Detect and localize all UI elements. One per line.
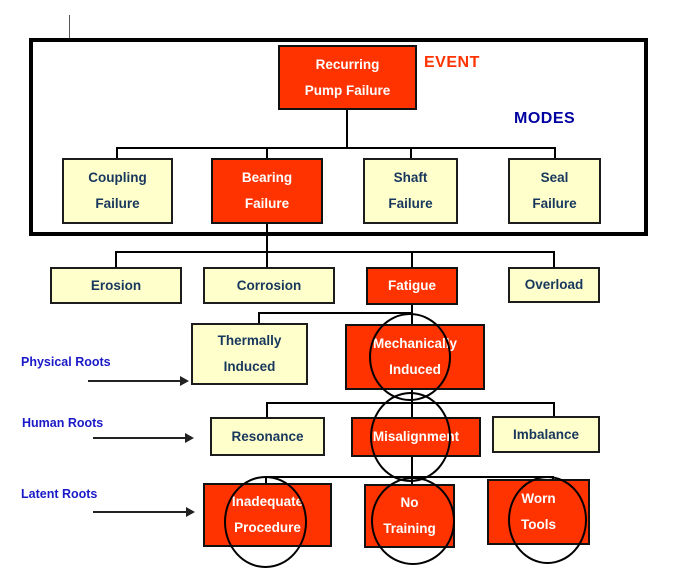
node-bearing-failure: Bearing Failure [211,158,323,224]
highlight-circle-no-training [371,477,455,565]
connector [411,251,413,267]
human-roots-arrow [93,437,185,439]
connector [258,312,413,314]
human-roots-label: Human Roots [22,416,104,430]
connector [553,402,555,416]
connector [115,251,555,253]
physical-roots-arrow [88,380,180,382]
node-thermally-induced: Thermally Induced [191,323,308,385]
node-coupling-failure: Coupling Failure [62,158,173,224]
highlight-circle-worn-tools [508,476,587,564]
physical-roots-label: Physical Roots [21,355,111,369]
connector [266,402,268,417]
physical-roots-arrow-head [180,376,189,386]
connector [116,147,556,149]
modes-label: MODES [514,110,576,127]
connector [553,251,555,267]
latent-roots-arrow-head [186,507,195,517]
highlight-circle-inadequate-procedure [224,476,307,568]
connector [258,312,260,323]
connector [554,147,556,158]
node-recurring-pump-failure: Recurring Pump Failure [278,45,417,110]
cursor-tick-mark [69,15,70,38]
connector [346,110,348,148]
connector [116,147,118,158]
connector [115,251,117,267]
latent-roots-arrow [93,511,186,513]
node-corrosion: Corrosion [203,267,335,304]
event-label: EVENT [424,54,480,71]
node-imbalance: Imbalance [492,416,600,453]
node-erosion: Erosion [50,267,182,304]
connector [266,251,268,267]
human-roots-arrow-head [185,433,194,443]
node-overload: Overload [508,267,600,303]
highlight-circle-mechanically-induced [369,313,451,401]
latent-roots-label: Latent Roots [21,487,98,501]
node-shaft-failure: Shaft Failure [363,158,458,224]
event-modes-frame [29,38,648,236]
node-seal-failure: Seal Failure [508,158,601,224]
connector [266,147,268,158]
highlight-circle-misalignment [370,392,451,482]
connector [266,224,268,252]
connector [410,147,412,158]
node-resonance: Resonance [210,417,325,456]
node-fatigue: Fatigue [366,267,458,305]
